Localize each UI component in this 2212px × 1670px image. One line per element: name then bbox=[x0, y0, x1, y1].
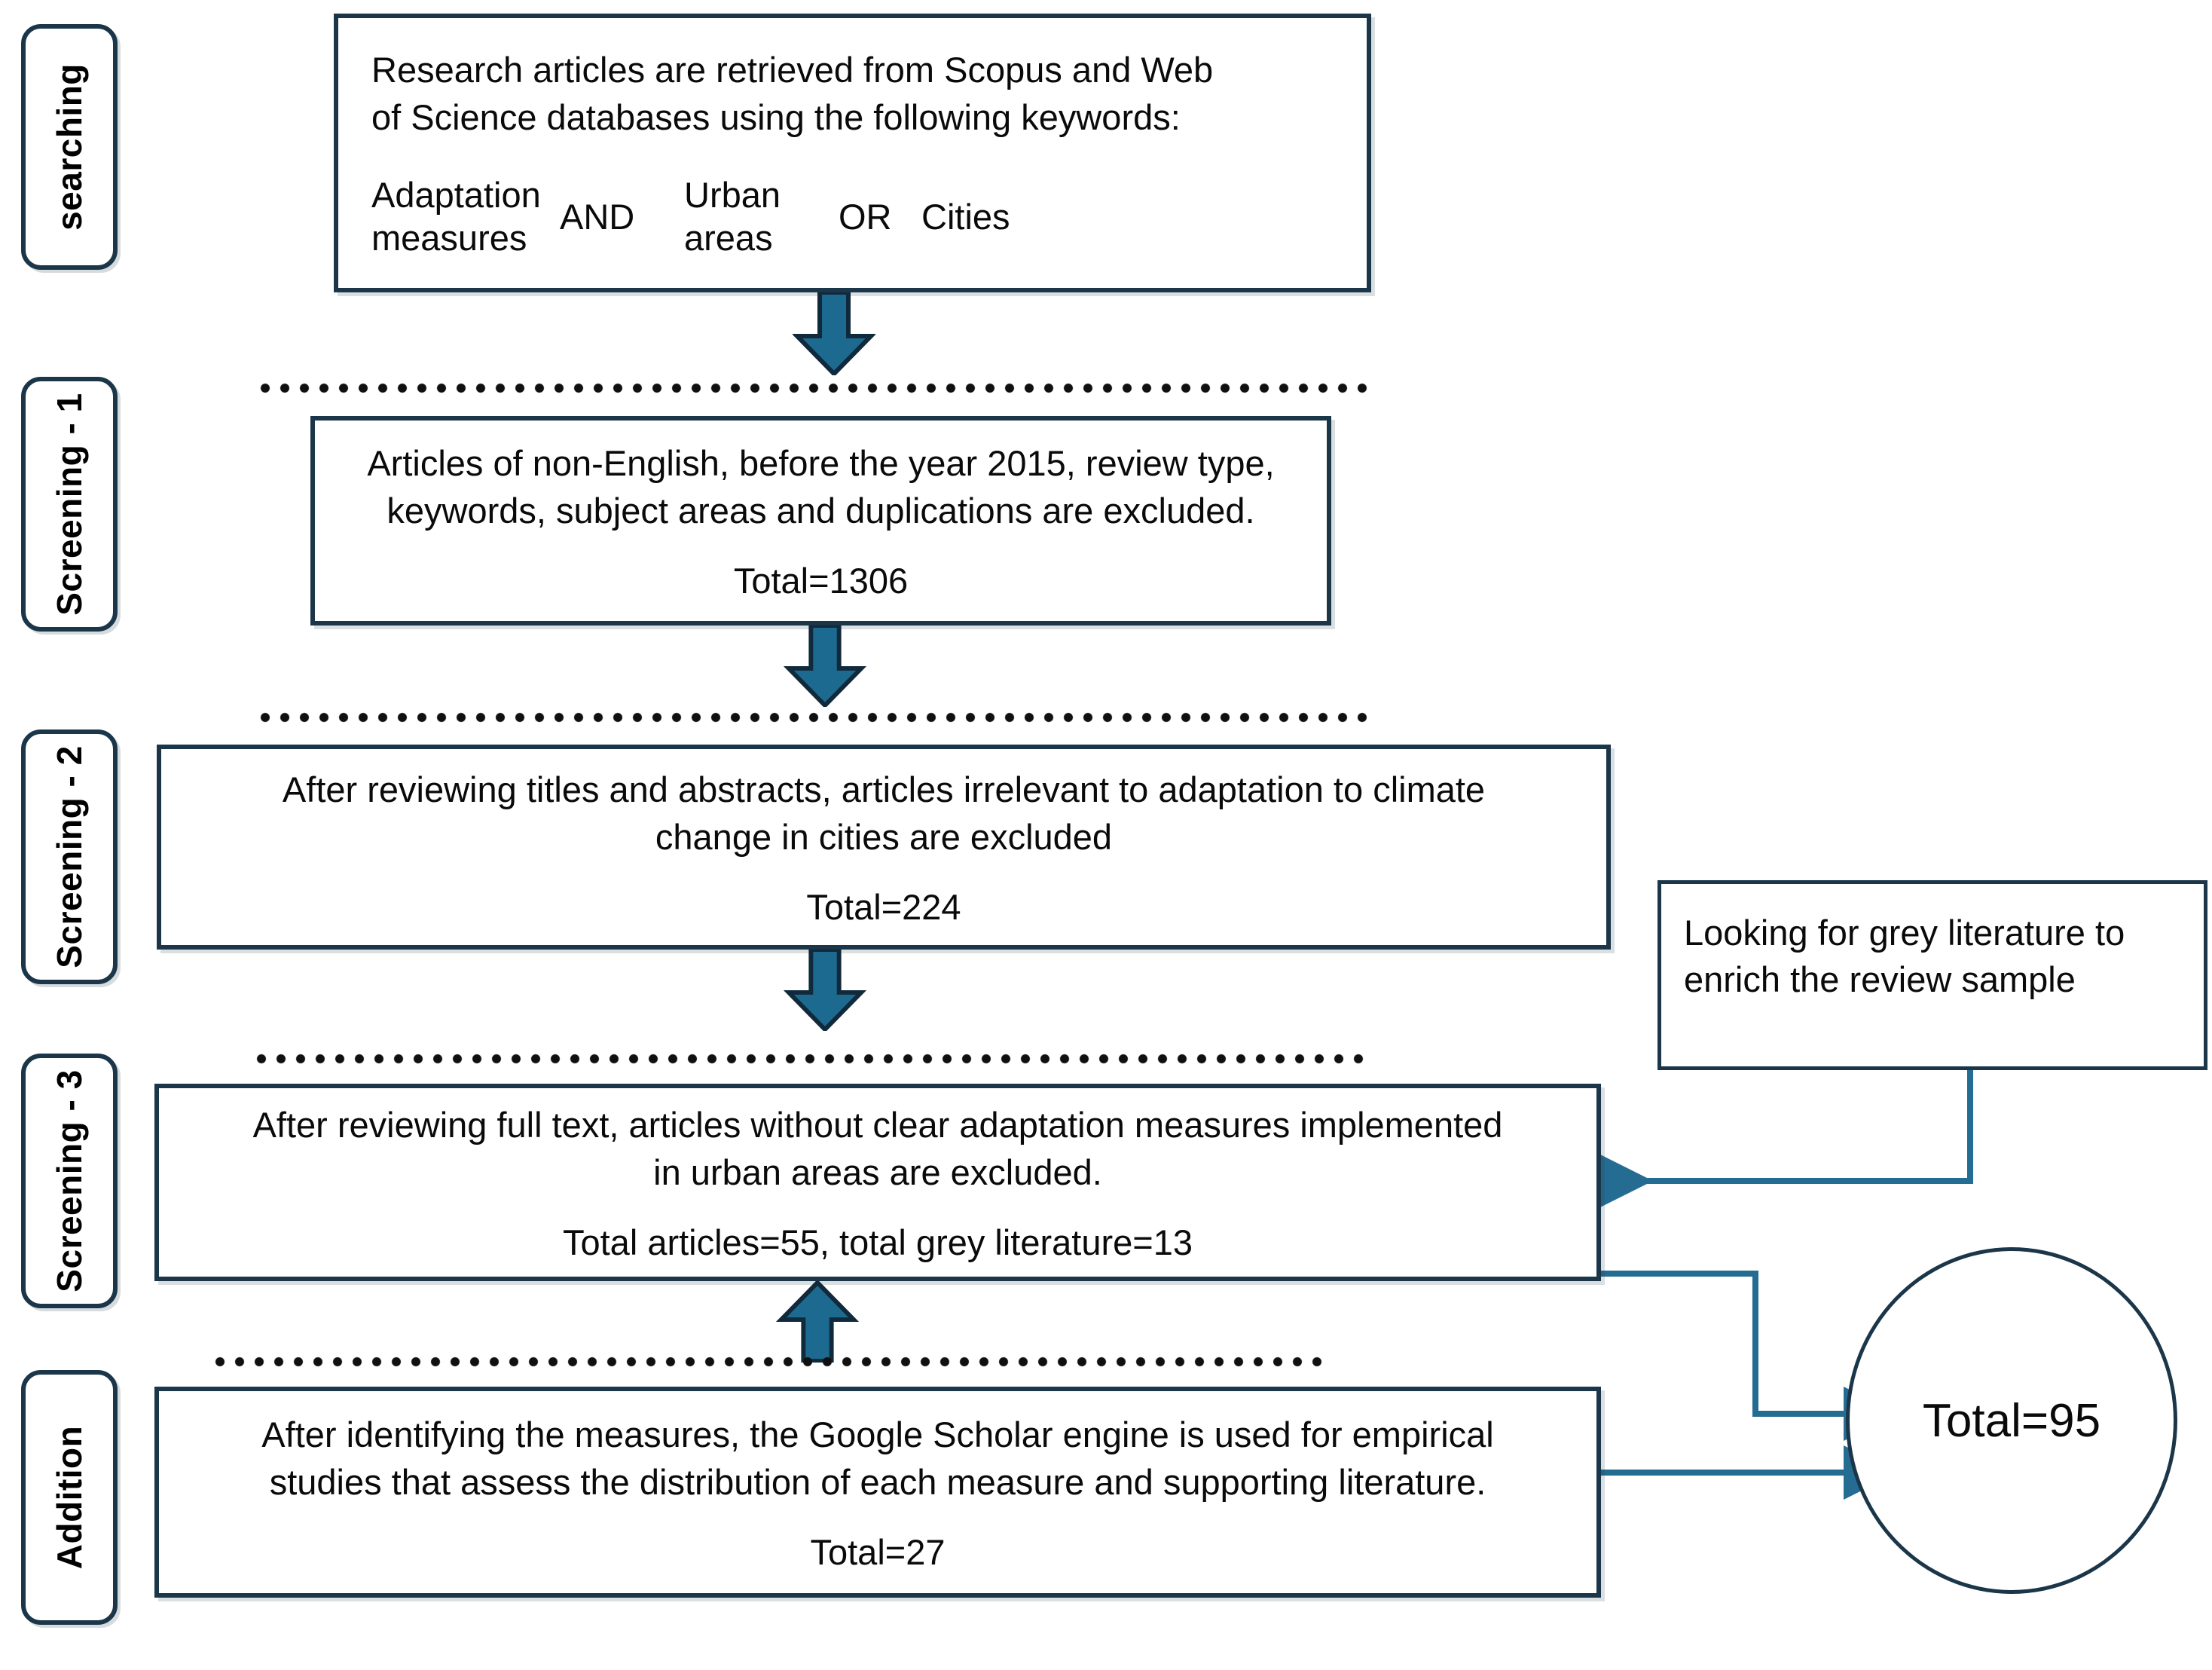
dotted-separator-3 bbox=[256, 1054, 1371, 1064]
stage-pill-screening-1: Screening - 1 bbox=[21, 377, 118, 632]
screening-3-box: After reviewing full text, articles with… bbox=[154, 1084, 1601, 1281]
dotted-separator-1 bbox=[260, 383, 1375, 393]
screening-2-total: Total=224 bbox=[806, 886, 961, 927]
screening-1-total: Total=1306 bbox=[733, 560, 909, 601]
search-box: Research articles are retrieved from Sco… bbox=[334, 14, 1371, 292]
screening-2-text: After reviewing titles and abstracts, ar… bbox=[269, 766, 1499, 860]
total-result-circle: Total=95 bbox=[1846, 1247, 2177, 1594]
grey-literature-line-2: enrich the review sample bbox=[1684, 959, 2076, 1000]
screening-3-total: Total articles=55, total grey literature… bbox=[562, 1222, 1193, 1262]
down-block-arrow-3 bbox=[784, 950, 866, 1031]
stage-pill-screening-2: Screening - 2 bbox=[21, 729, 118, 984]
screening-1-line-1: Articles of non-English, before the year… bbox=[367, 443, 1275, 484]
dotted-separator-4 bbox=[215, 1356, 1330, 1367]
stage-pill-searching: searching bbox=[21, 24, 118, 270]
addition-line-1: After identifying the measures, the Goog… bbox=[261, 1415, 1494, 1455]
screening-1-box: Articles of non-English, before the year… bbox=[310, 416, 1331, 625]
screening-3-line-2: in urban areas are excluded. bbox=[653, 1152, 1102, 1192]
keyword-term-1-line-2: measures bbox=[371, 218, 527, 258]
screening-2-box: After reviewing titles and abstracts, ar… bbox=[157, 745, 1611, 950]
keyword-term-2: Urban areas bbox=[684, 173, 839, 260]
keyword-term-1: Adaptation measures bbox=[371, 173, 560, 260]
addition-text: After identifying the measures, the Goog… bbox=[248, 1412, 1507, 1505]
grey-literature-line-1: Looking for grey literature to bbox=[1684, 913, 2125, 953]
search-intro-line-2: of Science databases using the following… bbox=[371, 96, 1181, 137]
screening-3-line-1: After reviewing full text, articles with… bbox=[252, 1105, 1503, 1145]
connector-screening3-to-total bbox=[1599, 1271, 1898, 1441]
search-keyword-row: Adaptation measures AND Urban areas OR C… bbox=[371, 173, 1334, 260]
search-box-intro: Research articles are retrieved from Sco… bbox=[371, 47, 1213, 142]
down-block-arrow-2 bbox=[784, 625, 866, 707]
stage-pill-screening-3: Screening - 3 bbox=[21, 1054, 118, 1308]
connector-note-to-screening3 bbox=[1599, 1070, 1973, 1208]
stage-label-screening-2: Screening - 2 bbox=[50, 745, 89, 968]
keyword-operator-2: OR bbox=[839, 196, 892, 237]
screening-1-text: Articles of non-English, before the year… bbox=[353, 440, 1288, 534]
keyword-term-1-line-1: Adaptation bbox=[371, 174, 541, 215]
up-block-arrow-1 bbox=[776, 1281, 859, 1363]
grey-literature-note-box: Looking for grey literature to enrich th… bbox=[1657, 880, 2207, 1070]
stage-label-searching: searching bbox=[50, 63, 89, 231]
stage-label-screening-3: Screening - 3 bbox=[50, 1069, 89, 1292]
keyword-term-3: Cities bbox=[921, 196, 1010, 237]
screening-2-line-2: change in cities are excluded bbox=[655, 816, 1113, 857]
stage-label-addition: Addition bbox=[50, 1425, 89, 1570]
keyword-term-2-line-1: Urban bbox=[684, 174, 781, 215]
dotted-separator-2 bbox=[260, 712, 1375, 723]
addition-total: Total=27 bbox=[810, 1531, 946, 1572]
screening-3-text: After reviewing full text, articles with… bbox=[240, 1102, 1517, 1195]
screening-1-line-2: keywords, subject areas and duplications… bbox=[386, 490, 1255, 531]
addition-line-2: studies that assess the distribution of … bbox=[269, 1461, 1486, 1502]
grey-literature-note-text: Looking for grey literature to enrich th… bbox=[1684, 910, 2125, 1003]
screening-2-line-1: After reviewing titles and abstracts, ar… bbox=[282, 769, 1486, 810]
down-block-arrow-1 bbox=[793, 292, 875, 375]
keyword-term-2-line-2: areas bbox=[684, 218, 773, 258]
keyword-operator-1: AND bbox=[560, 196, 635, 237]
total-result-label: Total=95 bbox=[1922, 1394, 2101, 1447]
search-intro-line-1: Research articles are retrieved from Sco… bbox=[371, 50, 1214, 90]
stage-pill-addition: Addition bbox=[21, 1370, 118, 1625]
addition-box: After identifying the measures, the Goog… bbox=[154, 1387, 1601, 1598]
stage-label-screening-1: Screening - 1 bbox=[50, 393, 89, 616]
